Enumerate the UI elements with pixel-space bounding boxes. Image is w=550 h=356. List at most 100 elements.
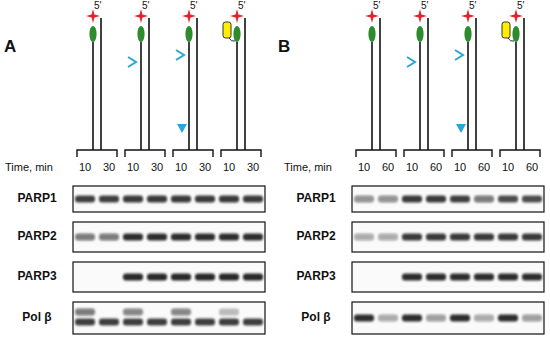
figure-label: Pol β	[5, 311, 69, 324]
figure-label: Pol β	[284, 311, 348, 324]
protein-band	[195, 274, 215, 281]
blot-panel	[352, 302, 544, 334]
figure-label: 10	[496, 161, 520, 173]
label-slot: 60	[472, 161, 496, 173]
label-slot: 5'	[469, 0, 487, 11]
figure-label: 5'	[190, 0, 208, 11]
protein-band	[522, 196, 542, 203]
label-slot: Time, min	[5, 161, 69, 173]
blot-panel	[73, 222, 265, 252]
protein-band	[450, 315, 470, 322]
label-slot: 5'	[421, 0, 439, 11]
blot-panel	[352, 222, 544, 252]
protein-band	[123, 234, 143, 241]
figure-label: PARP1	[284, 192, 348, 205]
protein-band	[522, 234, 542, 241]
dna-strand	[515, 42, 517, 150]
protein-band	[75, 319, 95, 326]
dna-strand	[244, 18, 246, 150]
protein-band	[123, 274, 143, 281]
figure-label: Time, min	[284, 161, 348, 173]
blue-caret	[407, 57, 415, 67]
protein-band	[99, 319, 119, 326]
protein-band	[378, 315, 398, 322]
label-slot: 10	[121, 161, 145, 173]
protein-band	[219, 234, 239, 241]
figure-label: 5'	[238, 0, 256, 11]
protein-band	[426, 274, 446, 281]
label-slot: PARP3	[284, 270, 348, 283]
figure-label: 30	[97, 161, 121, 173]
label-slot: Pol β	[284, 311, 348, 324]
figure-label: 5'	[469, 0, 487, 11]
protein-band	[522, 274, 542, 281]
label-slot: PARP3	[5, 270, 69, 283]
lane-bracket	[404, 150, 444, 157]
label-slot: PARP2	[284, 230, 348, 243]
protein-band	[171, 319, 191, 326]
figure-label: 10	[352, 161, 376, 173]
protein-band	[378, 196, 398, 203]
green-label	[185, 26, 192, 42]
figure-label: 10	[169, 161, 193, 173]
adduct-link	[508, 38, 514, 41]
figure-label: 30	[145, 161, 169, 173]
dna-strand	[419, 42, 421, 150]
protein-band	[171, 196, 191, 203]
dna-strand	[523, 18, 525, 150]
fluorophore-star	[365, 9, 379, 23]
lane-bracket	[125, 150, 165, 157]
figure-label: 10	[400, 161, 424, 173]
blue-caret	[128, 57, 136, 67]
label-slot: 30	[193, 161, 217, 173]
protein-band	[75, 196, 95, 203]
label-slot: 5'	[190, 0, 208, 11]
protein-band	[474, 196, 494, 203]
figure-label: 60	[520, 161, 544, 173]
protein-band	[195, 196, 215, 203]
blue-caret	[176, 50, 184, 60]
protein-band	[123, 196, 143, 203]
blot-panel	[73, 262, 265, 292]
protein-band	[378, 234, 398, 241]
label-slot: PARP1	[5, 192, 69, 205]
protein-band	[402, 315, 422, 322]
fluorophore-star	[413, 9, 427, 23]
figure-label: PARP3	[284, 270, 348, 283]
dna-strand	[467, 42, 469, 150]
label-slot: Pol β	[5, 311, 69, 324]
figure-label: 60	[376, 161, 400, 173]
figure-label: B	[278, 38, 300, 57]
protein-band	[75, 309, 95, 316]
protein-band	[171, 309, 191, 316]
blue-arrowhead	[456, 124, 466, 133]
figure-label: 5'	[373, 0, 391, 11]
label-slot: 60	[424, 161, 448, 173]
protein-band	[147, 234, 167, 241]
figure-label: 5'	[94, 0, 112, 11]
protein-band	[354, 315, 374, 322]
protein-band	[354, 234, 374, 241]
figure-label: 30	[193, 161, 217, 173]
protein-band	[354, 196, 374, 203]
green-label	[512, 26, 519, 42]
label-slot: A	[4, 38, 26, 57]
figure-label: PARP3	[5, 270, 69, 283]
lane-bracket	[221, 150, 261, 157]
protein-band	[498, 315, 518, 322]
protein-band	[426, 234, 446, 241]
protein-band	[171, 234, 191, 241]
protein-band	[99, 234, 119, 241]
label-slot: PARP2	[5, 230, 69, 243]
protein-band	[75, 234, 95, 241]
dna-strand	[427, 18, 429, 150]
protein-band	[243, 274, 263, 281]
green-label	[233, 26, 240, 42]
protein-band	[219, 319, 239, 326]
figure-label: Time, min	[5, 161, 69, 173]
label-slot: 30	[97, 161, 121, 173]
label-slot: 5'	[373, 0, 391, 11]
figure-label: 5'	[142, 0, 160, 11]
protein-band	[402, 234, 422, 241]
label-slot: 10	[496, 161, 520, 173]
